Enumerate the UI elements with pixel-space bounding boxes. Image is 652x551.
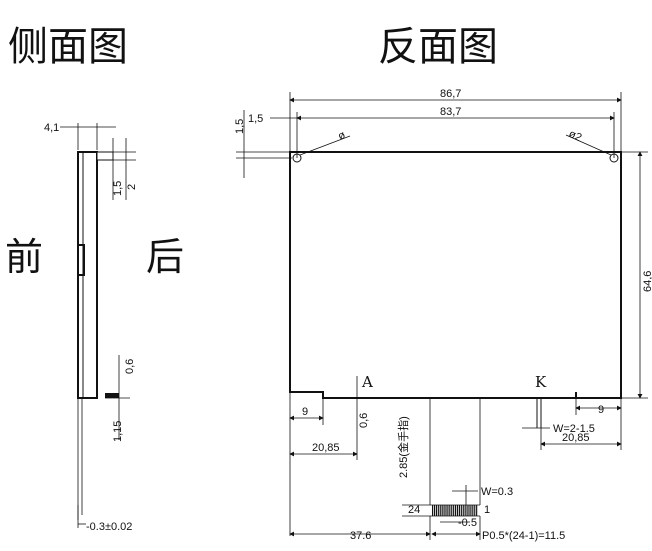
dim-pin-offset: 37.6 [350,530,371,542]
gold-finger-pin [460,505,462,516]
gold-finger-pin [456,505,459,516]
back-label: 后 [146,235,184,279]
dim-right-offset: 20,85 [562,432,590,444]
side-connector [77,244,85,276]
gold-finger-pin [435,505,437,516]
dim-pin-w: W=0.3 [481,486,513,498]
dim-height: 64,6 [642,271,652,292]
gold-finger-pin [453,505,455,516]
side-tab [96,151,114,161]
gold-finger-pin [462,505,464,516]
gold-finger-pin [432,505,434,516]
gold-finger-pin [449,505,451,516]
gold-finger-pin [476,505,478,516]
dim-fpc-text: 2.85(金手指) [396,416,410,478]
gold-finger-pins [432,505,478,516]
side-view: 4,1 1,5 2 0,6 1,15 -0.3±0.02 [44,122,138,533]
dim-hole-dia-left: ø [336,129,347,143]
dim-side-small: 0,6 [124,359,136,374]
rear-view-title: 反面图 [378,24,498,70]
dim-lead-width: W=2-1.5 [553,423,595,435]
gold-finger-pin [464,505,466,516]
cathode-label: K [535,373,547,391]
gold-finger-pin [451,505,453,516]
pin-one-label: 1 [484,504,490,516]
gold-finger-pin [443,505,445,516]
dim-lead: -0.3±0.02 [86,521,132,533]
rear-view: 86,7 83,7 1,5 1,5 ø ø2 64,6 A K 0,6 [234,88,652,542]
dim-thickness: 4,1 [44,122,59,134]
gold-finger-pin [441,505,443,516]
rear-panel-outline [289,151,622,399]
dim-tab-gap: 2 [126,184,138,190]
gold-finger-pin [447,505,449,516]
dim-pin-gap: -0.5 [458,517,477,529]
front-label: 前 [5,235,43,279]
gold-finger-pin [458,505,460,516]
dim-left-margin: 9 [302,406,308,418]
gold-finger-pin [468,505,470,516]
dim-side-lower: 1,15 [112,421,124,442]
gold-finger-pin [474,505,476,516]
side-view-title: 侧面图 [8,24,128,70]
dim-hole-offset-vertical: 1,5 [234,119,246,134]
gold-finger-pin [472,505,474,516]
gold-finger-pin [455,505,457,516]
dim-hole-pitch: 83,7 [440,106,461,118]
dim-overall-width: 86,7 [440,88,461,100]
anode-label: A [361,373,373,391]
gold-finger-pin [470,505,472,516]
dim-hole-offset: 1,5 [248,113,263,125]
gold-finger-pin [437,505,439,516]
dim-tab-height: 1,5 [112,181,124,196]
gold-finger-pin [439,505,441,516]
dim-a-offset: 0,6 [358,413,370,428]
dim-hole-dia-right: ø2 [567,128,584,144]
dim-pitch-formula: P0.5*(24-1)=11.5 [482,530,565,542]
side-bottom-stub [105,393,119,398]
gold-finger-pin [433,505,436,516]
pin-count-label: 24 [408,504,420,516]
dim-right-margin: 9 [598,404,604,416]
gold-finger-pin [445,505,447,516]
gold-finger-pin [466,505,468,516]
dim-left-offset: 20,85 [312,442,340,454]
